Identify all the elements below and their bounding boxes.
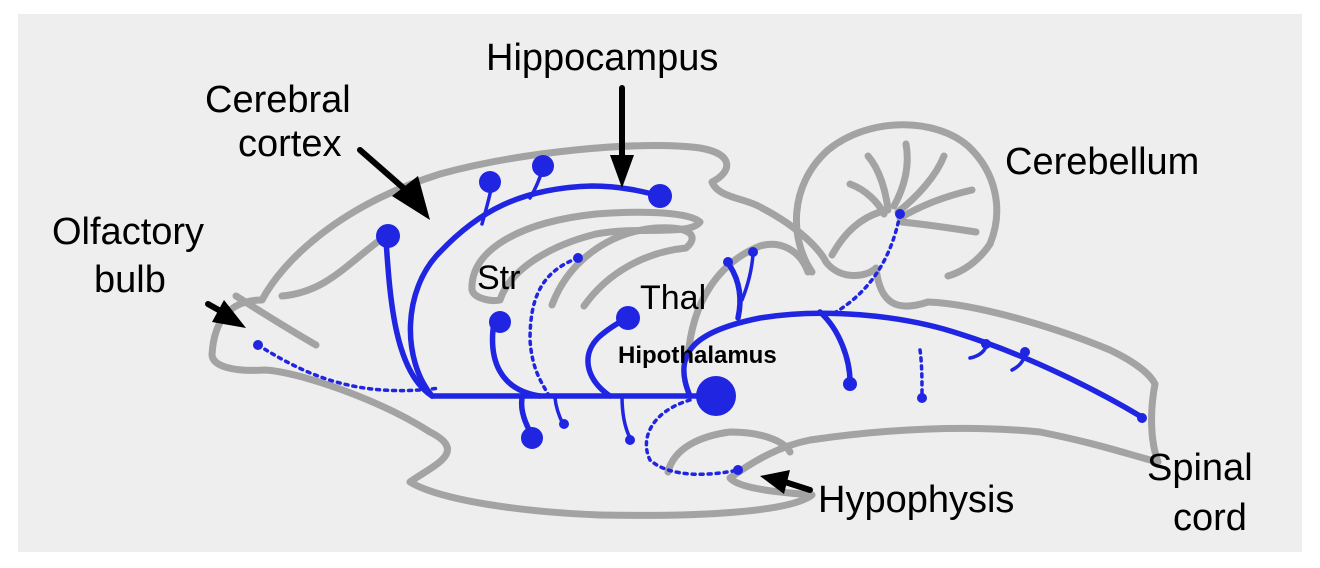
spinal-cord-terminal <box>1137 413 1147 423</box>
cortical-projection <box>383 237 435 399</box>
olfactory-bulb-label-line1: Olfactory <box>52 211 205 253</box>
hypophysis-branch <box>620 394 632 440</box>
diagram-panel <box>18 14 1302 552</box>
cerebral-cortex-label-line2: cortex <box>238 123 342 165</box>
medullary-branch <box>817 309 853 385</box>
spinal-branch-terminal-1 <box>981 339 991 349</box>
olfactory-bulb-contour <box>232 292 320 349</box>
cortex-terminal-3 <box>532 155 554 177</box>
olfactory-dotted-projection <box>256 343 442 393</box>
ventral-striatum-terminal <box>521 427 543 449</box>
cerebellar-terminal <box>895 209 905 219</box>
olfactory-bulb-label-line2: bulb <box>94 259 166 301</box>
hypophysis-branch-terminal <box>625 435 635 445</box>
hippocampus-label: Hippocampus <box>486 37 719 79</box>
brain-outer-contour <box>208 142 1162 519</box>
hippocampus-terminal <box>648 184 672 208</box>
hypothalamus-label: Hipothalamus <box>618 342 777 369</box>
thalamus-label: Thal <box>640 279 707 317</box>
cerebral-cortex-label-line1: Cerebral <box>205 79 351 121</box>
medullary-dotted-projection <box>918 348 924 398</box>
hypophysis-dotted-projection <box>644 398 740 477</box>
olfactory-terminal <box>253 340 263 350</box>
cortex-terminal-2 <box>479 171 501 193</box>
cerebellum-contour <box>792 121 1001 280</box>
striatum-label: Str <box>477 259 521 297</box>
thalamus-terminal <box>616 306 640 330</box>
hippocampal-projection <box>407 183 663 399</box>
spinal-cord-label-line2: cord <box>1173 497 1247 539</box>
cortex-inner-contour <box>278 236 384 300</box>
hippocampus-arrowhead <box>610 155 634 188</box>
brainstem-projection <box>681 310 1143 419</box>
hypophysis-contour <box>664 428 794 476</box>
striatal-dotted-projection <box>528 256 580 396</box>
cerebellar-dotted-projection <box>834 212 902 314</box>
pointer-arrows <box>205 85 813 494</box>
projection-terminals <box>253 155 1147 475</box>
hypophysis-arrowhead <box>760 470 790 494</box>
dorsal-branch-b <box>740 252 755 302</box>
medullary-terminal <box>843 377 857 391</box>
striatal-projection <box>489 319 543 399</box>
dorsal-terminal-b <box>748 247 758 257</box>
neural-projections <box>256 166 1143 477</box>
hypothalamus-source <box>696 376 736 416</box>
dorsal-branch-a <box>727 263 743 321</box>
olfactory-arrowhead <box>212 300 246 328</box>
cortex-arrow-shaft <box>357 147 411 195</box>
cerebellum-folia <box>828 140 980 259</box>
dorsal-terminal-a <box>723 257 733 267</box>
striatal-dotted-terminal <box>573 253 583 263</box>
hypophysis-label: Hypophysis <box>818 479 1015 521</box>
cortex-terminal <box>376 224 400 248</box>
spinal-branch-terminal-2 <box>1020 347 1030 357</box>
hypophysis-arrow-shaft <box>782 479 813 493</box>
fornix-contour <box>548 224 696 310</box>
brain-outline <box>208 121 1162 519</box>
striatum-terminal <box>489 311 511 333</box>
spinal-cord-label-line1: Spinal <box>1147 447 1253 489</box>
cerebellum-label: Cerebellum <box>1005 141 1200 183</box>
medullary-dotted-terminal <box>917 393 927 403</box>
cortex-arrowhead-fill <box>392 176 430 220</box>
mid-terminal <box>559 419 569 429</box>
hypophysis-terminal <box>733 465 743 475</box>
